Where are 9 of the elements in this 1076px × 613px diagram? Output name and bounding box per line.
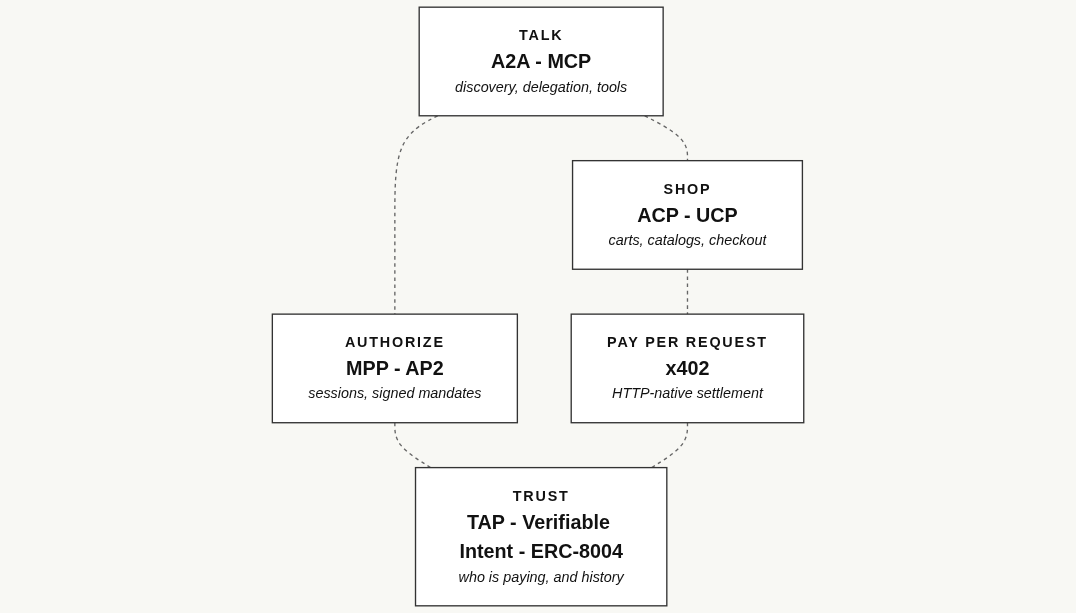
node-box: AUTHORIZE MPP - AP2 sessions, signed mandates	[271, 313, 518, 424]
connector	[686, 268, 689, 315]
node-box: TALK A2A - MCP discovery, delegation, tools	[418, 6, 664, 117]
connector	[394, 422, 432, 469]
node-box: TRUST TAP - Verifiable Intent - ERC-8004 who is paying, and history	[414, 466, 668, 607]
node-box: SHOP ACP - UCP carts, catalogs, checkout	[571, 159, 804, 270]
connector	[643, 115, 689, 162]
connector	[650, 422, 689, 469]
node-box: PAY PER REQUEST x402 HTTP-native settlement	[570, 313, 805, 424]
